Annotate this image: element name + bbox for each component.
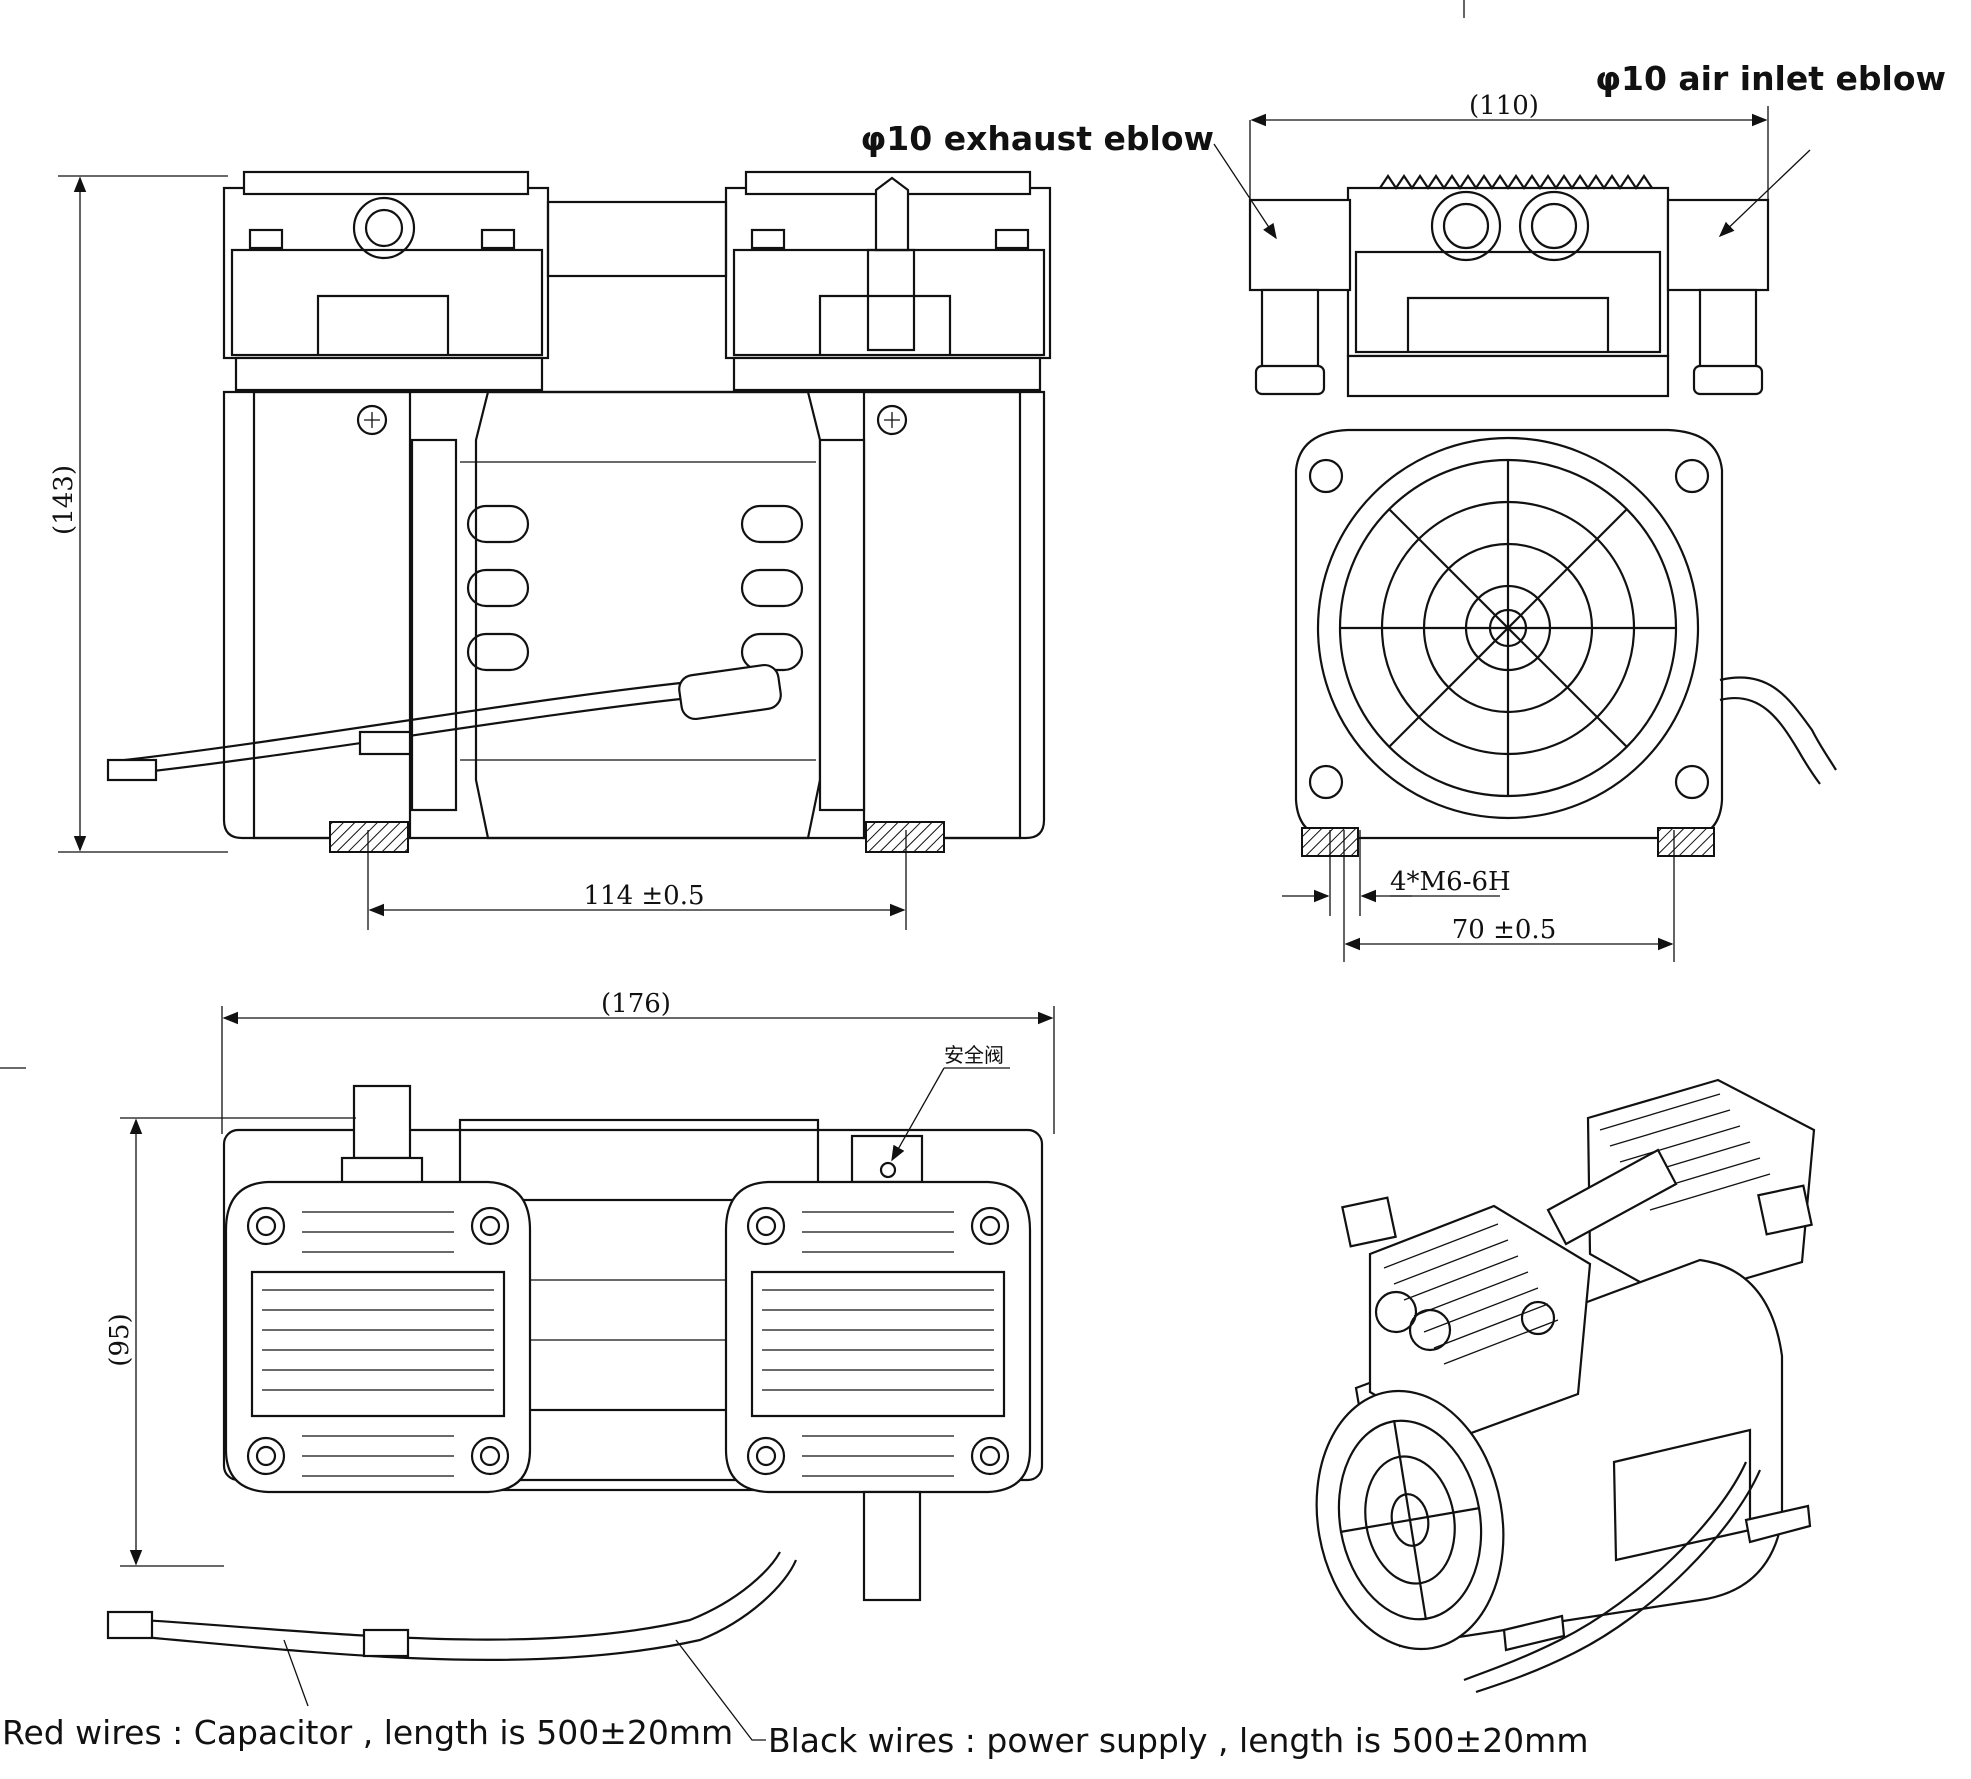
front-base-dimension: 114 ±0.5	[367, 830, 907, 930]
top-view	[106, 1084, 1044, 1662]
side-base-label: 70 ±0.5	[1452, 915, 1556, 945]
safety-valve-label: 安全阀	[944, 1043, 1004, 1067]
thread-note-label: 4*M6-6H	[1390, 867, 1511, 897]
black-wires-callout: Black wires : power supply , length is 5…	[675, 1639, 1588, 1760]
inlet-elbow-label: φ10 air inlet eblow	[1595, 59, 1946, 98]
front-view	[106, 170, 1052, 853]
right-head-top	[724, 1180, 1032, 1494]
top-width-label: (95)	[105, 1313, 135, 1366]
top-length-dimension: (176)	[221, 989, 1055, 1134]
isometric-view	[1315, 1078, 1816, 1694]
red-wires-caption: Red wires : Capacitor , length is 500±20…	[2, 1713, 733, 1752]
front-height-dimension: (143)	[49, 175, 228, 853]
left-head-top	[224, 1180, 532, 1494]
front-base-label: 114 ±0.5	[583, 881, 704, 911]
safety-valve-callout: 安全阀	[891, 1043, 1010, 1162]
exhaust-elbow-callout: φ10 exhaust eblow	[860, 119, 1277, 240]
thread-note: 4*M6-6H	[1282, 830, 1511, 916]
front-height-label: (143)	[49, 465, 79, 535]
top-width-dimension: (95)	[105, 1117, 356, 1567]
side-width-dimension: (110)	[1249, 91, 1769, 200]
fan-guard	[1316, 436, 1700, 820]
top-length-label: (176)	[601, 989, 671, 1019]
side-width-label: (110)	[1469, 91, 1539, 121]
black-wires-caption: Black wires : power supply , length is 5…	[768, 1721, 1588, 1760]
cooling-slots	[466, 504, 804, 672]
exhaust-elbow-label: φ10 exhaust eblow	[860, 119, 1214, 158]
red-wires-callout: Red wires : Capacitor , length is 500±20…	[2, 1639, 733, 1752]
side-view	[1248, 174, 1837, 857]
inlet-elbow-callout: φ10 air inlet eblow	[1595, 59, 1946, 238]
side-base-dimension: 70 ±0.5	[1343, 830, 1675, 962]
